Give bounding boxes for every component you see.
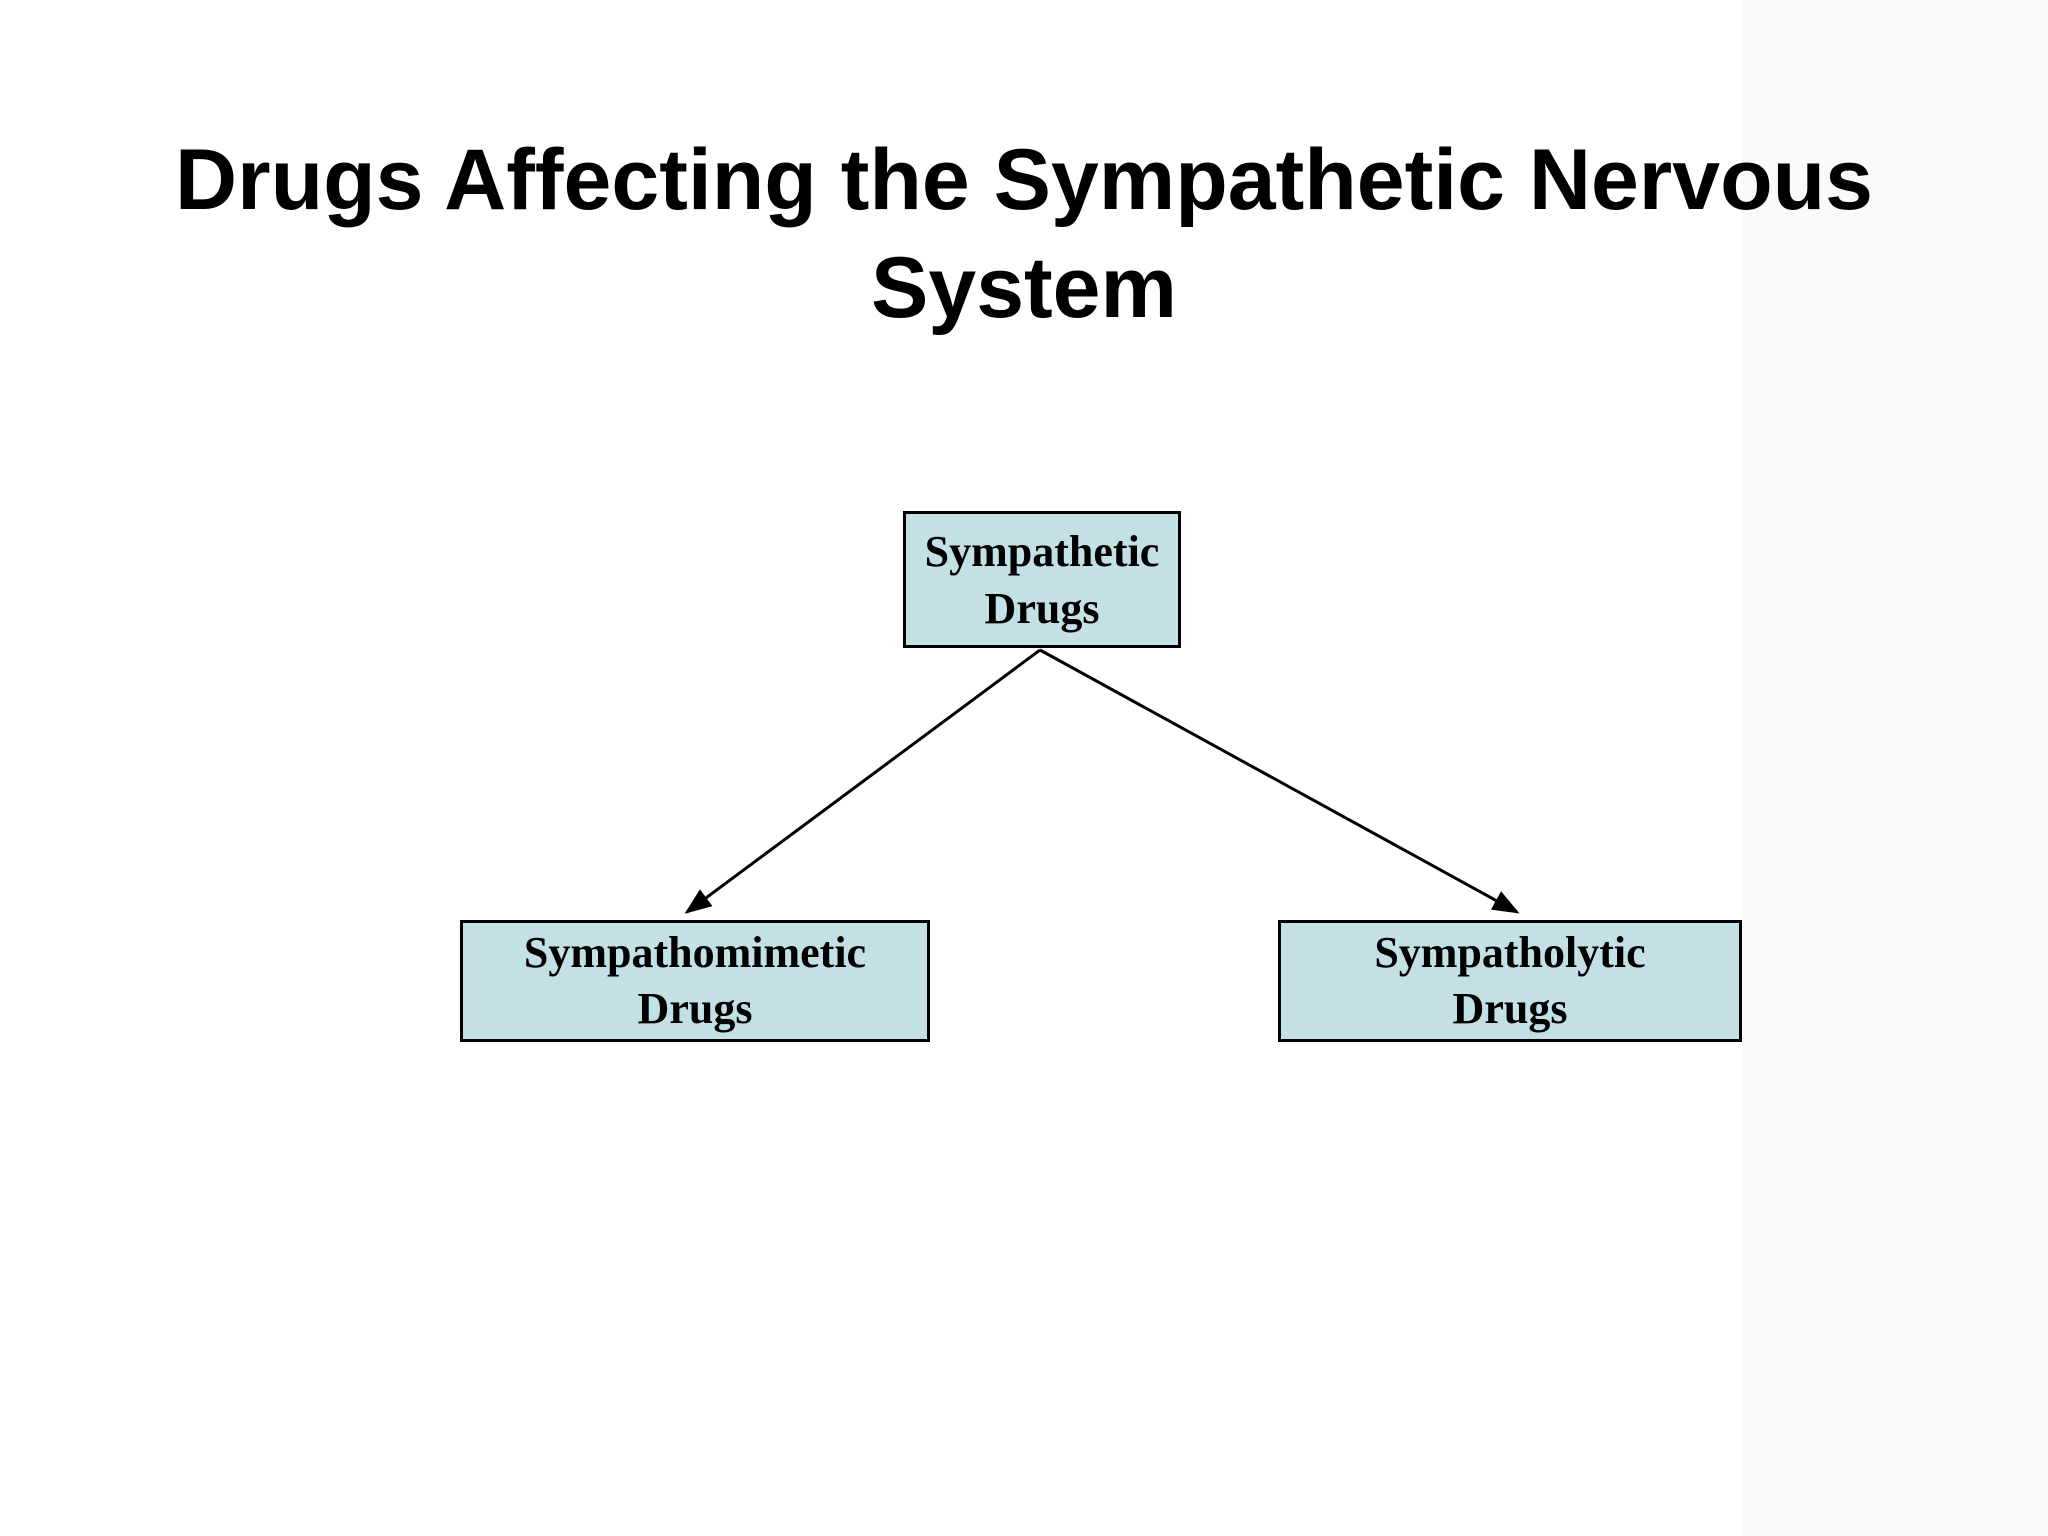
page-title-line-1: Drugs Affecting the Sympathetic Nervous xyxy=(175,131,1873,228)
node-sympatholytic-drugs-line-2: Drugs xyxy=(1452,984,1568,1033)
node-sympathomimetic-drugs-line-1: Sympathomimetic xyxy=(523,928,867,977)
right-background-band xyxy=(1743,0,2048,1536)
node-sympathomimetic-drugs: Sympathomimetic Drugs xyxy=(460,920,930,1042)
node-sympathetic-drugs-line-2: Drugs xyxy=(984,583,1100,633)
connector-root-to-left-arrow xyxy=(684,648,1041,914)
node-sympathetic-drugs: Sympathetic Drugs xyxy=(903,511,1181,648)
node-sympatholytic-drugs-line-1: Sympatholytic xyxy=(1374,928,1646,977)
page-title-line-2: System xyxy=(871,239,1177,336)
connector-root-to-right-arrow xyxy=(1039,648,1520,914)
node-sympathomimetic-drugs-line-2: Drugs xyxy=(637,984,753,1033)
page-title: Drugs Affecting the Sympathetic Nervous … xyxy=(0,126,2048,342)
node-sympatholytic-drugs: Sympatholytic Drugs xyxy=(1278,920,1742,1042)
node-sympathetic-drugs-line-1: Sympathetic xyxy=(924,526,1160,576)
